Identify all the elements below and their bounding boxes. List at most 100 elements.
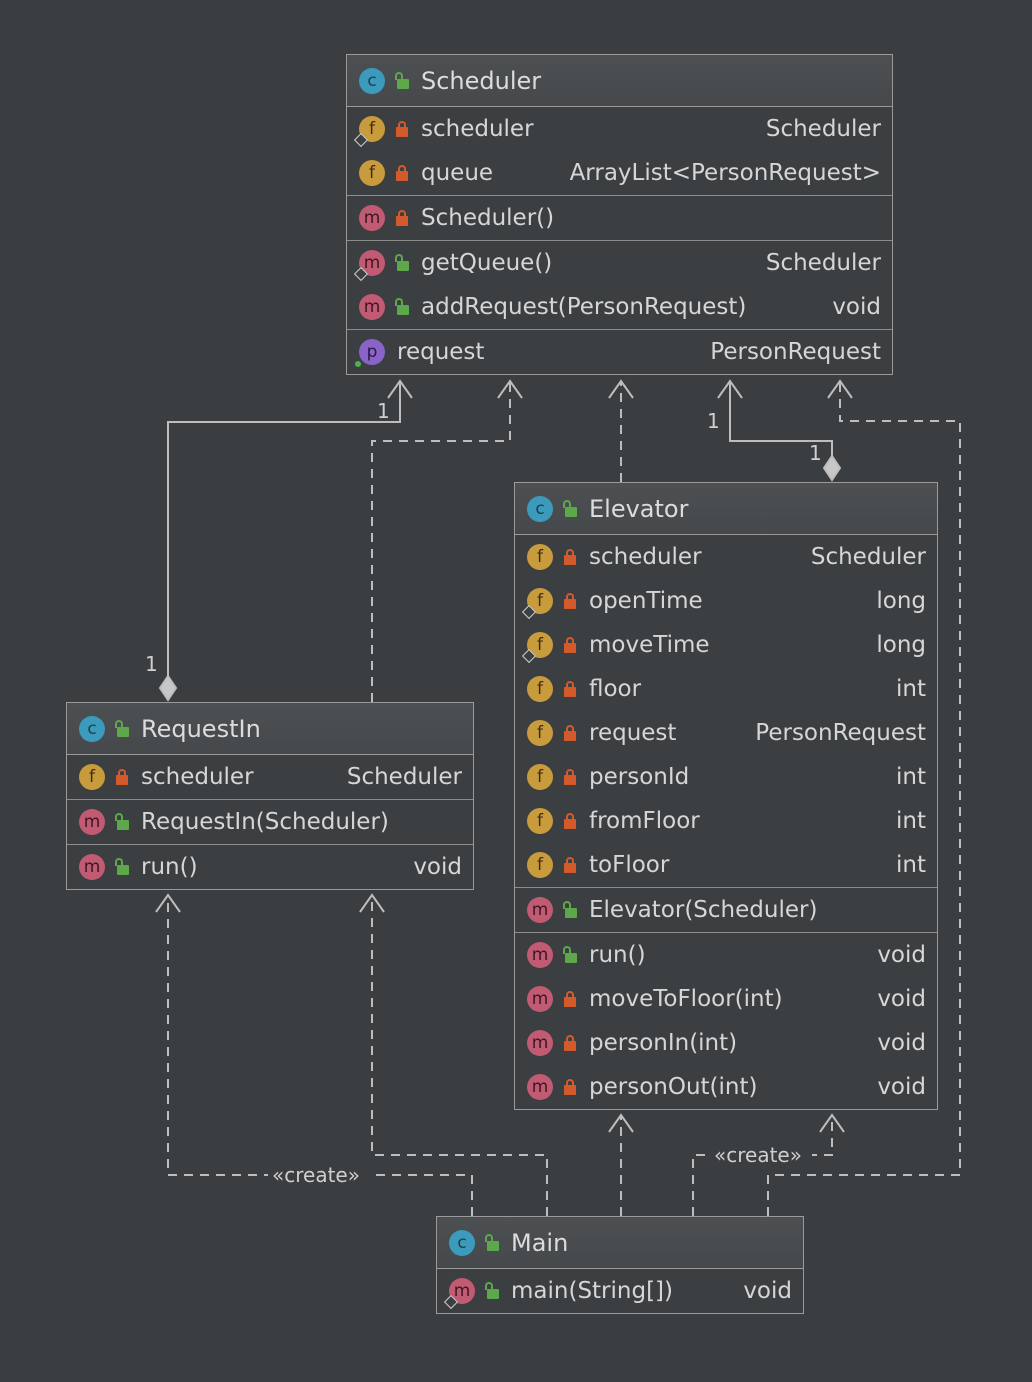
lock-icon [395,209,411,227]
arrowhead [608,1113,634,1133]
field-row[interactable]: f fromFloor int [515,799,937,843]
arrowhead [827,379,853,399]
method-icon: m [527,986,553,1012]
member-name: fromFloor [589,808,700,834]
unlock-icon [115,858,131,876]
dependency-requestin-scheduler [371,383,511,702]
class-icon: c [79,715,105,742]
method-icon: m [527,1030,553,1056]
method-icon: m [527,897,553,923]
class-icon: c [359,67,385,94]
lock-icon [563,1078,579,1096]
property-dot-icon [355,361,361,367]
create-label: «create» [272,1163,360,1187]
member-type: void [877,986,926,1012]
member-type: void [413,854,462,880]
class-icon: c [449,1229,475,1256]
member-type: void [877,1030,926,1056]
member-name: openTime [589,588,703,614]
member-name: scheduler [421,116,534,142]
method-icon: m [527,1074,553,1100]
member-name: personId [589,764,690,790]
lock-icon [563,990,579,1008]
member-type: long [876,632,926,658]
member-type: void [877,1074,926,1100]
unlock-icon [563,499,579,518]
unlock-icon [485,1282,501,1300]
diamond-requestin [158,674,178,702]
class-header[interactable]: c Scheduler [347,55,892,107]
arrowhead [387,379,413,399]
arrowhead [717,379,743,399]
member-type: Scheduler [765,250,881,276]
method-icon: m [353,250,385,282]
arrowhead [608,379,634,399]
member-name: run() [141,854,198,880]
member-type: Scheduler [765,116,881,142]
class-title: Scheduler [421,66,542,95]
property-icon: p [355,339,385,367]
composition-requestin-scheduler [167,381,401,676]
member-name: floor [589,676,642,702]
static-marker-icon [521,648,537,664]
field-icon: f [527,808,553,834]
arrowhead [497,379,523,399]
member-name: request [589,720,677,746]
multiplicity-label: 1 [809,441,822,465]
method-row[interactable]: m moveToFloor(int) void [515,977,937,1021]
member-name: moveToFloor(int) [589,986,783,1012]
lock-icon [395,120,411,138]
multiplicity-label: 1 [707,409,720,433]
member-name: scheduler [141,764,254,790]
unlock-icon [395,254,411,272]
field-icon: f [527,676,553,702]
member-type: int [896,808,926,834]
method-icon: m [359,205,385,231]
member-name: moveTime [589,632,710,658]
unlock-icon [395,71,411,90]
member-name: run() [589,942,646,968]
member-name: addRequest(PersonRequest) [421,294,747,320]
create-label: «create» [714,1143,802,1167]
field-icon: f [359,160,385,186]
arrowhead [359,893,385,913]
static-marker-icon [353,132,369,148]
member-name: main(String[]) [511,1278,673,1304]
